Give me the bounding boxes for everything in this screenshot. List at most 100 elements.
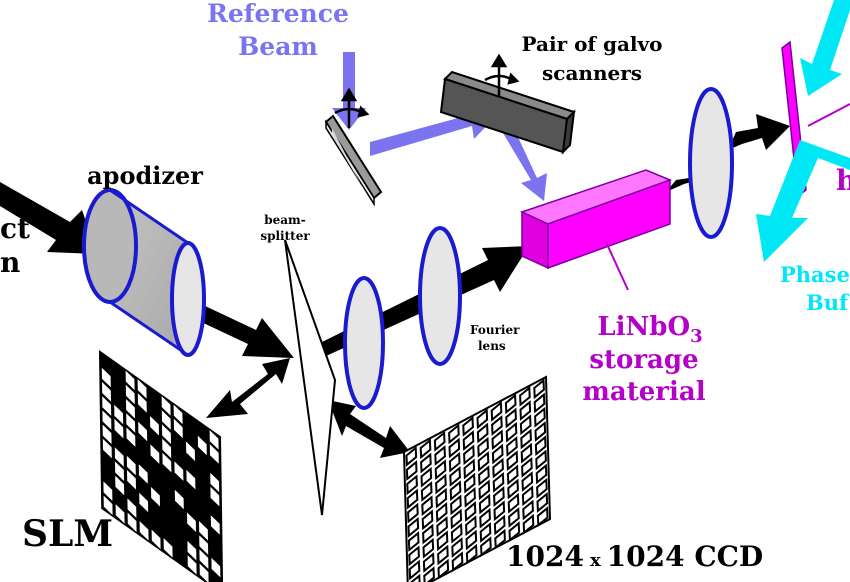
slm-label: SLM — [22, 513, 113, 555]
ccd-pixel — [462, 430, 475, 451]
slm-pixel — [163, 538, 173, 558]
slm-pixel — [161, 396, 171, 416]
slm-pixel — [162, 424, 171, 444]
slm-pixel — [126, 413, 136, 433]
ccd-pixel — [449, 466, 461, 487]
beamsplitter-label-line1: beam- — [264, 213, 305, 227]
ccd-pixel — [522, 513, 535, 535]
ccd-pixel — [479, 522, 492, 543]
slm-pixel — [162, 438, 172, 459]
slm-pixel — [199, 549, 209, 569]
ccd-pixel — [419, 438, 432, 460]
galvo-mirror-large — [439, 70, 576, 155]
ccd-pixel — [422, 537, 435, 559]
galvo-label-line2: scanners — [542, 61, 642, 85]
beamsplitter-label-line2: splitter — [260, 229, 310, 243]
ccd-pixel — [408, 545, 420, 567]
slm-pixel — [162, 452, 172, 473]
ccd-pixel — [505, 421, 518, 443]
slm-pixel — [127, 512, 137, 533]
ccd-pixel — [422, 552, 435, 573]
ccd-pixel — [437, 558, 450, 580]
ccd-pixel — [520, 442, 533, 464]
slm-pixel — [138, 464, 148, 484]
slm-pixel — [137, 393, 147, 413]
ccd-pixel — [435, 473, 447, 495]
slm-pixel — [102, 424, 112, 445]
ccd-pixel — [477, 436, 489, 458]
slm-pixel — [103, 481, 113, 501]
ccd-pixel — [463, 444, 475, 466]
ccd-pixel — [435, 501, 448, 523]
slm-pixel — [114, 418, 124, 439]
ccd-pixel — [451, 537, 463, 558]
ccd-pixel — [421, 509, 434, 531]
ccd-pixel — [448, 437, 461, 459]
ccd-pixel — [420, 481, 433, 502]
ccd-pixel — [491, 429, 504, 451]
material-label-line1: LiNbO3 — [597, 312, 702, 347]
object-beam-label-line1: ct — [0, 212, 30, 245]
ccd-pixel — [536, 492, 549, 513]
ccd-pixel — [407, 502, 419, 524]
slm-pixel — [199, 535, 209, 555]
ccd-pixel — [492, 471, 505, 493]
slm-grid — [98, 350, 224, 582]
material-subscript: 3 — [690, 326, 703, 347]
ccd-pixel — [478, 493, 491, 515]
fourier-lens-label-line1: Fourier — [470, 323, 520, 337]
slm-pixel — [127, 470, 136, 490]
linbo3-crystal — [519, 169, 673, 270]
ccd-pixel — [478, 479, 491, 501]
ccd-pixel — [521, 456, 533, 478]
ccd-pixel — [435, 487, 448, 509]
ccd-pixel — [535, 449, 547, 471]
slm-pixel — [115, 461, 124, 481]
slm-pixel — [137, 379, 147, 399]
slm-pixel — [199, 563, 209, 582]
beamsplitter — [284, 239, 337, 516]
ccd-pixel — [436, 530, 449, 552]
slm-pixel — [139, 492, 149, 513]
lens-right — [688, 87, 734, 239]
ccd-pixel — [422, 523, 434, 545]
slm-pixel — [209, 444, 219, 464]
slm-pixel — [151, 487, 160, 507]
material-pointer — [605, 241, 629, 291]
galvo-mirror-small — [324, 114, 383, 207]
ccd-pixel — [536, 506, 549, 528]
slm-pixel — [209, 430, 219, 450]
ccd-pixel — [450, 508, 463, 530]
slm-pixel — [150, 416, 159, 436]
galvo-rotation-icon-1 — [334, 87, 370, 128]
ccd-pixel — [407, 516, 420, 538]
slm-pixel — [127, 498, 137, 518]
ccd-pixel — [491, 443, 504, 465]
ccd-pixel — [493, 514, 506, 536]
ccd-pixel — [504, 393, 517, 415]
fourier-lens-label-line2: lens — [478, 339, 506, 353]
ccd-pixel — [520, 428, 532, 450]
material-label-line2: storage — [589, 345, 698, 375]
slm-pixel — [151, 529, 161, 550]
slm-pixel — [173, 404, 183, 425]
ccd-pixel — [451, 551, 464, 573]
ccd-pixel — [521, 485, 534, 507]
slm-pixel — [115, 475, 125, 496]
ccd-pixel — [421, 495, 433, 517]
ccd-pixel — [463, 472, 476, 494]
ccd-pixel — [434, 445, 446, 466]
galvo-label-line1: Pair of galvo — [522, 32, 663, 56]
right-pointer — [807, 103, 850, 127]
ccd-pixel — [462, 415, 474, 437]
ccd-pixel — [406, 474, 418, 496]
ccd-pixel — [490, 400, 503, 422]
ccd-pixel — [450, 522, 463, 544]
ccd-pixel — [410, 573, 421, 582]
galvo-rotation-icon-2 — [484, 53, 520, 96]
slm-pixel — [125, 384, 135, 405]
slm-pixel — [125, 370, 135, 391]
ccd-pixel — [476, 408, 489, 430]
ccd-pixel — [465, 543, 478, 565]
